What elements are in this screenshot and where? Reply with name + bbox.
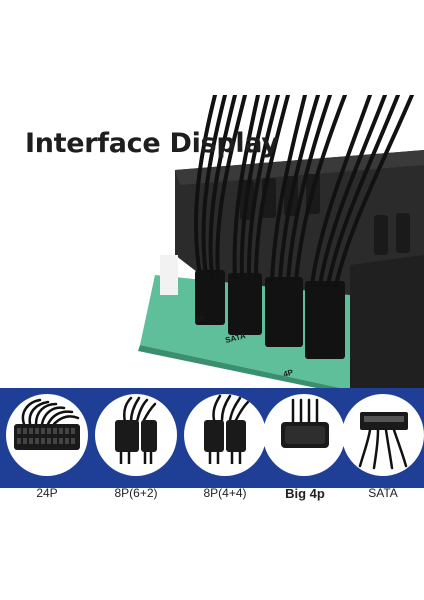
8-pin-6-plus-2-connector-icon: [95, 394, 177, 476]
connector-label-24p: 24P: [36, 486, 58, 500]
connector-label-8p-6-2: 8P(6+2): [114, 486, 158, 500]
8-pin-4-plus-4-connector-icon: [184, 394, 266, 476]
molex-4-pin-connector-icon: [263, 394, 345, 476]
pcb-label-8p: 8P: [194, 314, 206, 325]
connector-label-8p-4-4: 8P(4+4): [203, 486, 247, 500]
sata-connector-icon: [342, 394, 424, 476]
pcb-label-4p: 4P: [282, 368, 294, 379]
connector-label-sata: SATA: [368, 486, 398, 500]
headline: Interface Display: [25, 128, 279, 159]
product-photo: 8P SATA 4P: [0, 93, 424, 395]
24-pin-connector-icon: [6, 394, 88, 476]
connector-label-big-4p: Big 4p: [285, 486, 325, 501]
